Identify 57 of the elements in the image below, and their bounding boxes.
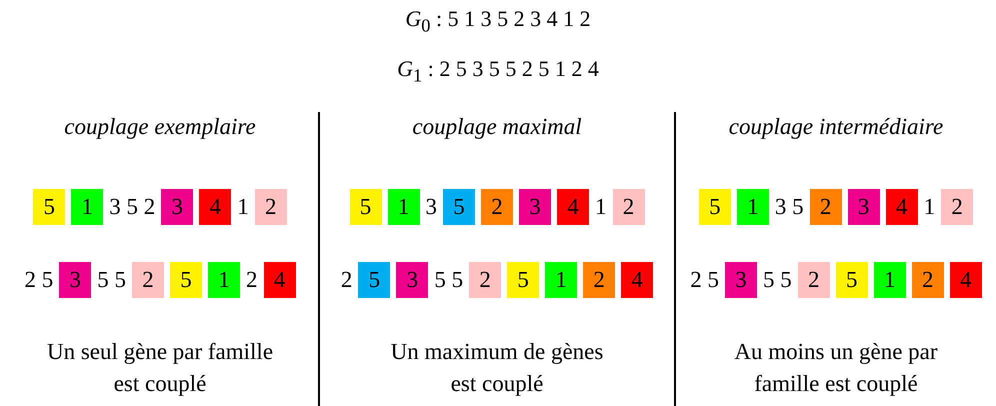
- gene-marker: 3: [725, 262, 757, 298]
- gene-marker: 5: [443, 189, 475, 225]
- gene-marker: 5: [698, 189, 731, 225]
- gene-marker: 5: [507, 262, 540, 298]
- gene-marker: 5: [358, 262, 390, 298]
- gene-numbers: 5 5: [434, 267, 464, 293]
- column-caption: Un seul gène par famille est couplé: [46, 338, 274, 398]
- column-caption: Un maximum de gènes est couplé: [390, 338, 604, 398]
- genome-sequence-text: G$_{1}$ : 2 5 3 5 5 2 5 1 2 4: [397, 56, 599, 81]
- column-heading: couplage maximal: [411, 114, 583, 140]
- gene-marker: 5: [836, 262, 868, 298]
- gene-numbers: 3 5: [774, 194, 804, 220]
- column-heading: couplage intermédiaire: [728, 114, 944, 140]
- gene-marker: 4: [621, 262, 654, 298]
- gene-marker: 1: [208, 262, 240, 298]
- gene-marker: 3: [59, 262, 92, 298]
- gene-marker: 3: [848, 189, 880, 225]
- gene-numbers: 5 5: [763, 267, 792, 293]
- genome-sequence-text: G$_{0}$ : 5 1 3 5 2 3 4 1 2: [405, 6, 591, 31]
- gene-marker: 1: [874, 262, 906, 298]
- gene-numbers: 1: [237, 194, 249, 220]
- gene-numbers: 3: [426, 194, 437, 220]
- gene-numbers: 2 5: [690, 267, 719, 293]
- gene-marker: 4: [199, 189, 232, 225]
- gene-marker: 1: [545, 262, 578, 298]
- gene-marker: 4: [557, 189, 589, 225]
- gene-marker: 3: [519, 189, 551, 225]
- gene-marker: 5: [33, 189, 66, 225]
- gene-marker: 2: [469, 262, 502, 298]
- gene-marker: 5: [350, 189, 382, 225]
- gene-numbers: 2: [340, 267, 352, 293]
- column-caption: Au moins un gène par famille est couplé: [733, 338, 939, 398]
- gene-marker: 3: [396, 262, 428, 298]
- gene-marker: 1: [736, 189, 769, 225]
- gene-marker: 2: [810, 189, 842, 225]
- gene-numbers: 2 5: [24, 267, 54, 293]
- gene-marker: 4: [950, 262, 982, 298]
- gene-marker: 2: [132, 262, 164, 298]
- gene-numbers: 2: [246, 267, 258, 293]
- gene-marker: 4: [886, 189, 918, 225]
- gene-marker: 2: [583, 262, 616, 298]
- gene-numbers: 3 5 2: [109, 194, 156, 220]
- gene-marker: 2: [612, 189, 644, 225]
- gene-marker: 2: [941, 189, 974, 225]
- gene-marker: 4: [264, 262, 296, 298]
- gene-numbers: 1: [595, 194, 606, 220]
- gene-numbers: 5 5: [97, 267, 126, 293]
- gene-marker: 5: [170, 262, 202, 298]
- gene-marker: 2: [254, 189, 287, 225]
- gene-marker: 3: [161, 189, 194, 225]
- gene-marker: 2: [481, 189, 513, 225]
- column-heading: couplage exemplaire: [63, 114, 257, 140]
- gene-numbers: 1: [924, 194, 936, 220]
- gene-marker: 2: [912, 262, 944, 298]
- gene-marker: 1: [71, 189, 104, 225]
- gene-marker: 2: [798, 262, 830, 298]
- gene-marker: 1: [388, 189, 420, 225]
